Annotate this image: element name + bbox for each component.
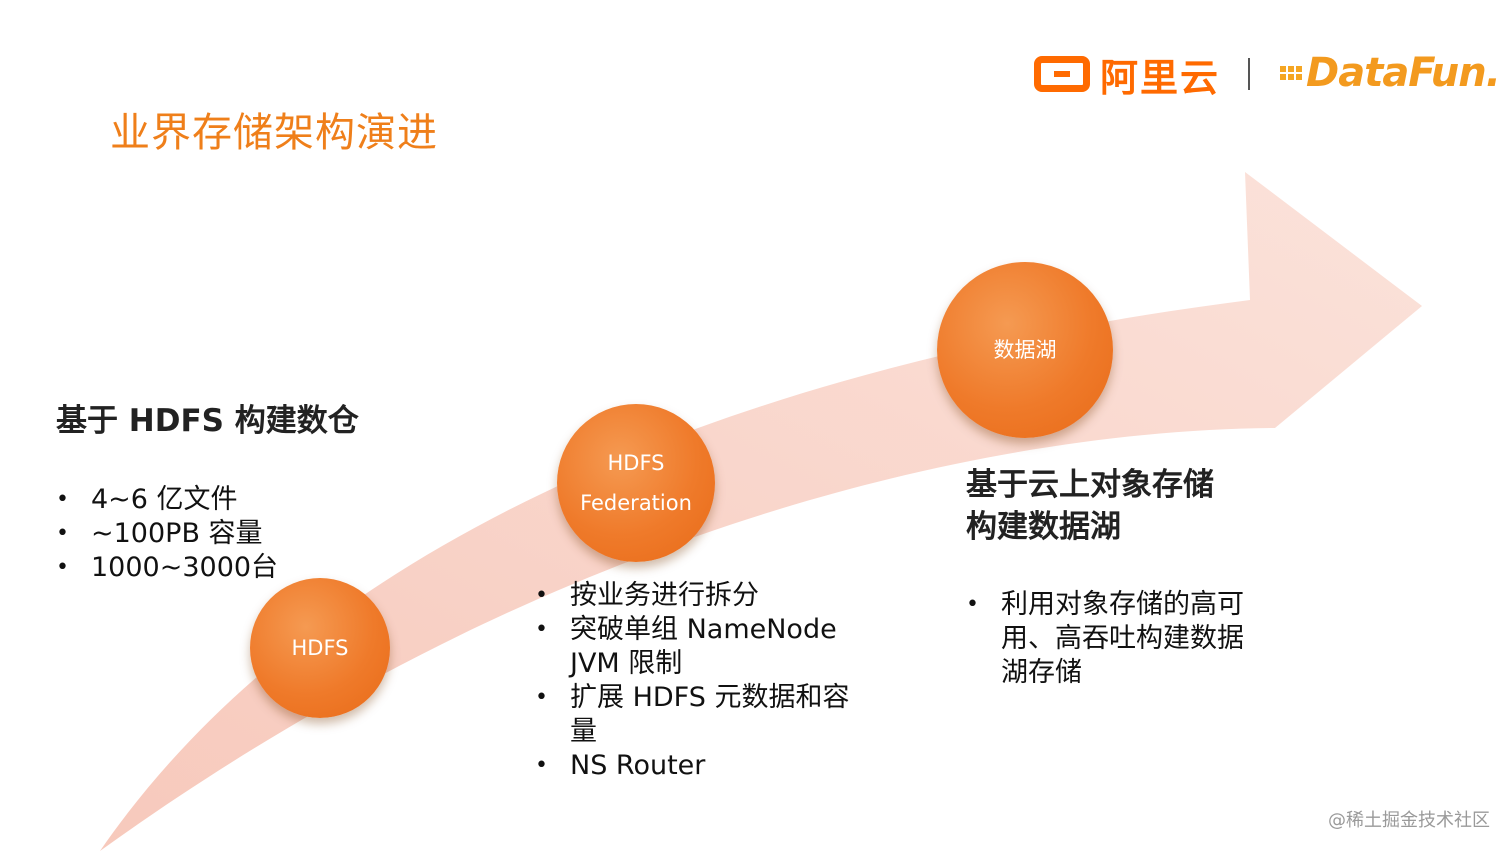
datafun-dots-icon — [1280, 66, 1302, 80]
bullet-item: 4~6 亿文件 — [56, 483, 278, 517]
circle-label: HDFS — [607, 451, 665, 475]
bullet-item: 按业务进行拆分 — [535, 579, 849, 613]
bullet-item: 1000~3000台 — [56, 551, 278, 585]
page-title: 业界存储架构演进 — [110, 110, 438, 156]
aliyun-mark-icon — [1034, 56, 1090, 92]
circle-label: 数据湖 — [993, 338, 1057, 362]
stage-bullets-hdfs: 4~6 亿文件 ~100PB 容量 1000~3000台 — [56, 483, 278, 585]
datafun-logo: DataFun. — [1280, 50, 1501, 96]
stage-circle-datalake: 数据湖 — [937, 262, 1113, 438]
watermark: @稀土掘金技术社区 — [1328, 810, 1490, 831]
aliyun-logo-text: 阿里云 — [1100, 55, 1221, 100]
stage-bullets-datalake: 利用对象存储的高可 用、高吞吐构建数据 湖存储 — [966, 588, 1244, 690]
bullet-item: NS Router — [535, 749, 849, 783]
bullet-item: ~100PB 容量 — [56, 517, 278, 551]
stage-heading-line: 构建数据湖 — [966, 509, 1121, 545]
aliyun-logo: 阿里云 — [1034, 50, 1220, 100]
datafun-logo-text: DataFun. — [1306, 50, 1501, 96]
circle-label: Federation — [580, 491, 692, 515]
circle-label: HDFS — [291, 636, 349, 660]
bullet-item: 利用对象存储的高可 用、高吞吐构建数据 湖存储 — [966, 588, 1244, 690]
stage-heading-line: 基于云上对象存储 — [966, 467, 1214, 503]
stage-circle-federation: HDFS Federation — [557, 404, 715, 562]
logo-divider — [1248, 58, 1250, 90]
stage-heading-datalake: 基于云上对象存储 构建数据湖 — [966, 464, 1214, 548]
stage-heading-line: 基于 HDFS 构建数仓 — [56, 403, 359, 439]
stage-circle-hdfs: HDFS — [250, 578, 390, 718]
stage-heading-hdfs: 基于 HDFS 构建数仓 — [56, 400, 359, 442]
